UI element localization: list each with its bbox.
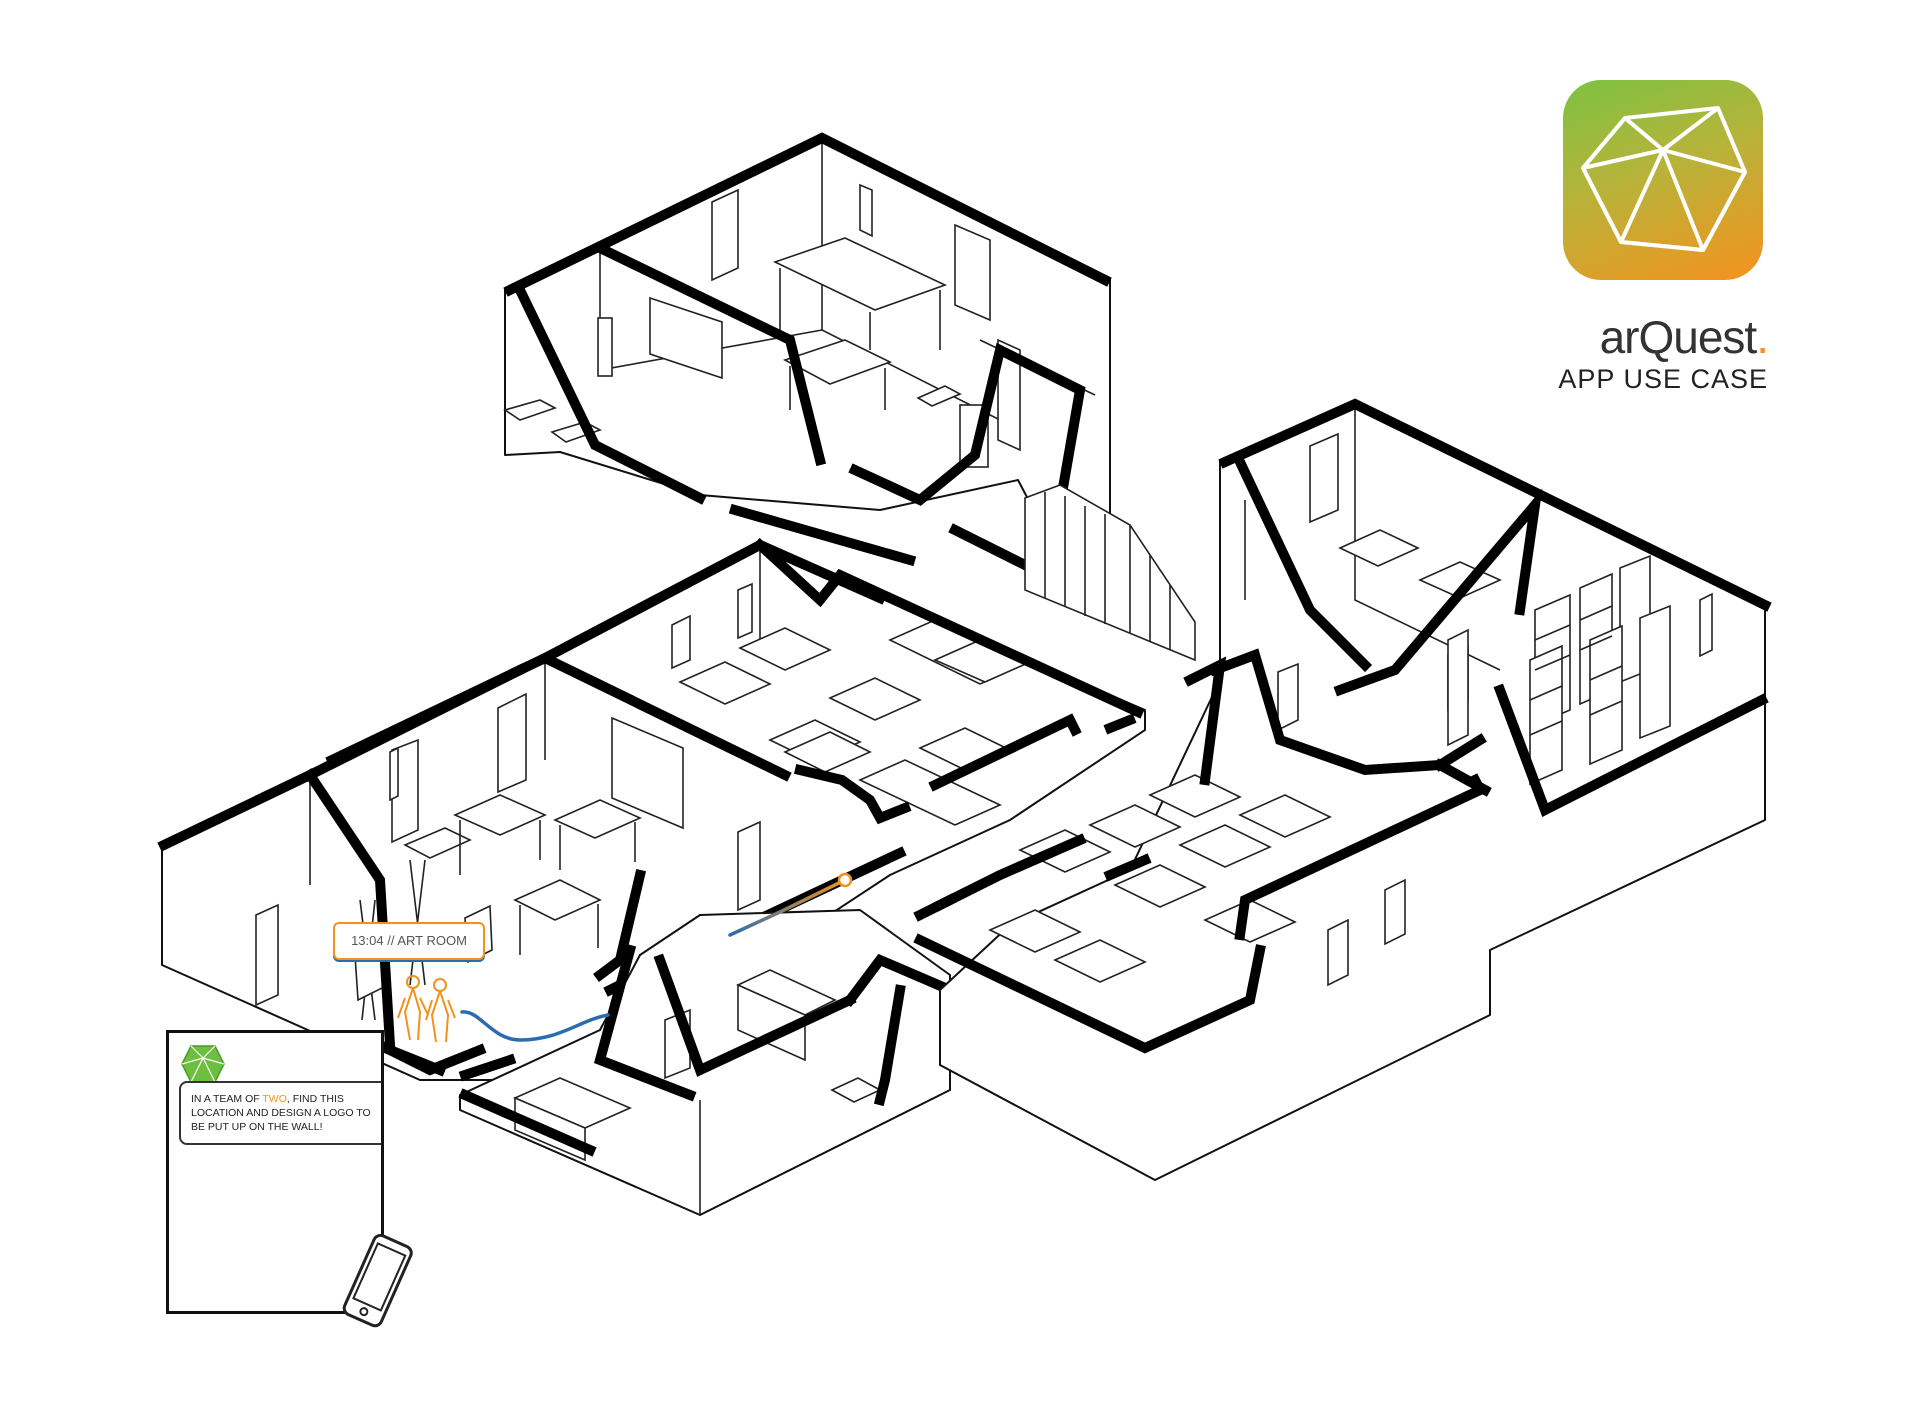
brand-subtitle: APP USE CASE bbox=[1558, 364, 1768, 394]
task-highlight: TWO bbox=[262, 1093, 287, 1105]
room-library bbox=[939, 403, 1766, 1181]
staircase bbox=[1024, 484, 1196, 662]
room-meeting bbox=[503, 133, 1111, 523]
student-figures bbox=[397, 975, 456, 1043]
brand-name-prefix: ar bbox=[1599, 311, 1640, 363]
task-message: IN A TEAM OF TWO, FIND THIS LOCATION AND… bbox=[179, 1081, 381, 1145]
right-classroom-tables bbox=[988, 774, 1332, 983]
task-card: IN A TEAM OF TWO, FIND THIS LOCATION AND… bbox=[166, 1030, 384, 1314]
brand-name-dot: . bbox=[1756, 311, 1769, 363]
library-shelves bbox=[1447, 554, 1671, 786]
app-icon[interactable] bbox=[1563, 80, 1763, 280]
icosahedron-icon bbox=[1581, 106, 1747, 252]
task-after: , FIND THIS LOCATION AND DESIGN A LOGO T… bbox=[191, 1093, 371, 1133]
brand-name: arQuest. bbox=[1558, 311, 1769, 363]
art-tables bbox=[403, 794, 642, 955]
quest-logo-icon bbox=[181, 1045, 225, 1083]
location-tag[interactable]: 13:04 // ART ROOM bbox=[333, 922, 485, 960]
smartphone-icon bbox=[342, 1233, 413, 1328]
brand-name-main: Quest bbox=[1638, 311, 1757, 363]
brand-block: arQuest. APP USE CASE bbox=[1558, 80, 1769, 395]
task-before: IN A TEAM OF bbox=[191, 1093, 263, 1105]
route-line bbox=[460, 872, 853, 1042]
